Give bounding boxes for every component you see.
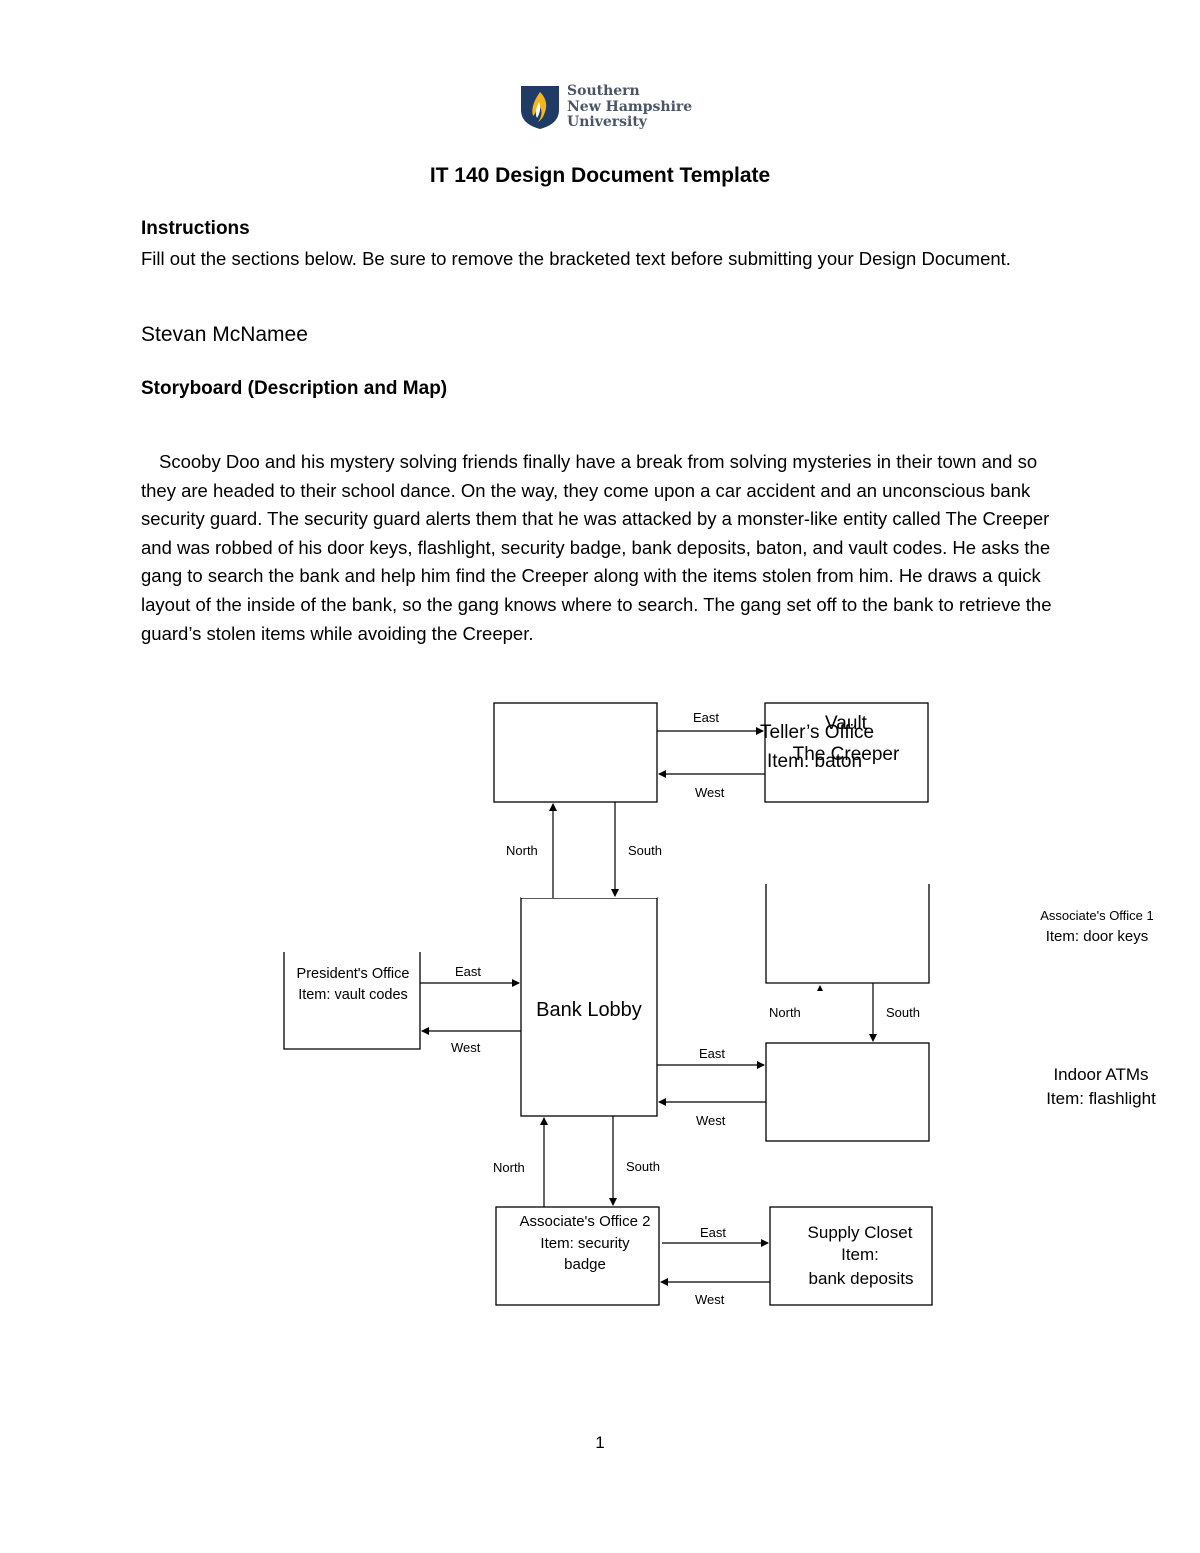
label-south: South xyxy=(628,843,662,858)
label-west: West xyxy=(695,785,725,800)
document-title: IT 140 Design Document Template xyxy=(429,164,771,187)
tellers-office-item: Item: baton xyxy=(767,751,862,772)
label-west: West xyxy=(695,1292,725,1307)
label-east: East xyxy=(693,710,719,725)
label-east: East xyxy=(699,1046,725,1061)
instructions-heading: Instructions xyxy=(141,218,250,239)
bank-lobby-box xyxy=(520,897,658,1117)
associates-office-1-item: Item: door keys xyxy=(1046,928,1149,945)
bank-lobby-title: Bank Lobby xyxy=(536,999,642,1021)
tellers-office-title: Teller’s Office xyxy=(760,722,874,743)
indoor-atms-item: Item: flashlight xyxy=(1046,1089,1156,1108)
logo-line-2: New Hampshire xyxy=(567,98,693,115)
presidents-office-item: Item: vault codes xyxy=(298,987,408,1003)
presidents-office-box xyxy=(283,952,421,1050)
supply-closet-title: Supply Closet xyxy=(808,1223,913,1242)
label-west: West xyxy=(451,1040,481,1055)
indoor-atms-box xyxy=(765,1042,930,1142)
storyboard-heading: Storyboard (Description and Map) xyxy=(141,378,448,399)
arrow-north-atms-associate1 xyxy=(817,985,823,991)
page-number: 1 xyxy=(595,1433,605,1452)
storyboard-text: Scooby Doo and his mystery solving frien… xyxy=(141,451,1052,644)
shield-flame-icon xyxy=(521,86,559,129)
label-north: North xyxy=(493,1160,525,1175)
associates-office-2-item-cont: badge xyxy=(564,1256,606,1273)
associates-office-1-title: Associate's Office 1 xyxy=(1040,908,1154,923)
author-name: Stevan McNamee xyxy=(141,323,308,346)
indoor-atms-title: Indoor ATMs xyxy=(1053,1065,1148,1084)
supply-closet-item-cont: bank deposits xyxy=(809,1269,914,1288)
label-east: East xyxy=(455,964,481,979)
presidents-office-title: President's Office xyxy=(297,966,410,982)
supply-closet-item: Item: xyxy=(841,1245,879,1264)
label-west: West xyxy=(696,1113,726,1128)
supply-closet-box xyxy=(769,1206,933,1306)
logo-line-3: University xyxy=(567,114,647,130)
label-north: North xyxy=(506,843,538,858)
lobby-top-gap xyxy=(521,888,657,898)
associates-office-2-title: Associate's Office 2 xyxy=(520,1213,651,1230)
vault-box xyxy=(764,702,929,803)
instructions-body: Fill out the sections below. Be sure to … xyxy=(141,248,1011,269)
label-east: East xyxy=(700,1225,726,1240)
vault-occupant: The Creeper xyxy=(793,744,900,765)
snhu-logo: Southern New Hampshire University xyxy=(520,83,693,132)
storyboard-paragraph: Scooby Doo and his mystery solving frien… xyxy=(141,448,1061,648)
tellers-office-box xyxy=(493,702,658,803)
label-south: South xyxy=(626,1159,660,1174)
logo-line-1: Southern xyxy=(567,83,640,99)
associates-office-2-item: Item: security xyxy=(540,1235,630,1252)
associates-office-1-box xyxy=(765,884,930,984)
logo-wordmark: Southern New Hampshire University xyxy=(567,83,693,131)
associates-office-2-box xyxy=(495,1206,660,1306)
vault-title: Vault xyxy=(825,713,868,734)
label-north: North xyxy=(769,1005,801,1020)
label-south: South xyxy=(886,1005,920,1020)
